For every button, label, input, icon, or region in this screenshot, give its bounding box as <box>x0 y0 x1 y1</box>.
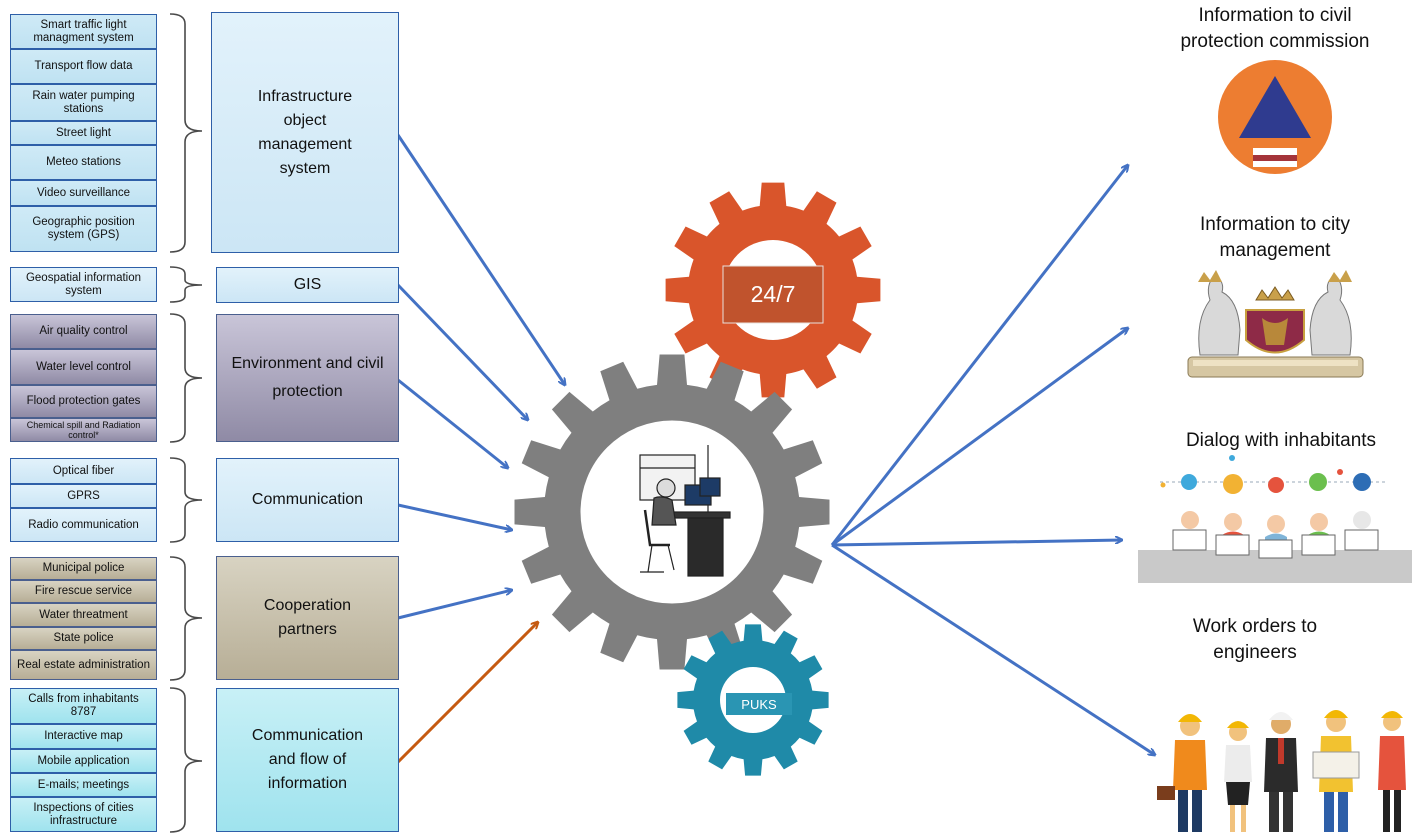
category-environment: Environment and civil protection <box>216 314 399 442</box>
operator-at-desk-icon <box>639 445 731 577</box>
brace-gis <box>169 266 203 303</box>
arrow-to-engineers <box>831 543 1155 755</box>
item-rain-water-pumping: Rain water pumping stations <box>10 84 157 121</box>
grouping-braces <box>169 13 203 833</box>
arrow-environment <box>397 378 508 468</box>
item-water-threatment: Water threatment <box>10 603 157 627</box>
item-smart-traffic-light: Smart traffic light managment system <box>10 14 157 49</box>
item-interactive-map: Interactive map <box>10 724 157 749</box>
civil-protection-emblem-icon <box>1218 60 1332 174</box>
item-street-light: Street light <box>10 121 157 145</box>
item-water-level-control: Water level control <box>10 349 157 385</box>
inhabitants-dialog-icon <box>1138 455 1412 583</box>
output-city-management-label: Information to city management <box>1200 214 1350 261</box>
item-geospatial-information-system: Geospatial information system <box>10 267 157 302</box>
item-emails-meetings: E-mails; meetings <box>10 773 157 797</box>
brace-environment <box>169 313 203 443</box>
arrow-infrastructure <box>396 134 565 385</box>
item-meteo-stations: Meteo stations <box>10 145 157 180</box>
item-fire-rescue-service: Fire rescue service <box>10 580 157 603</box>
arrow-communication-flow <box>396 622 538 764</box>
item-real-estate-administration: Real estate administration <box>10 650 157 680</box>
item-video-surveillance: Video surveillance <box>10 180 157 206</box>
output-inhabitants-label: Dialog with inhabitants <box>1185 430 1377 451</box>
brace-communication <box>169 457 203 543</box>
engineers-group-icon <box>1157 710 1406 832</box>
item-transport-flow-data: Transport flow data <box>10 49 157 84</box>
item-calls-from-inhabitants: Calls from inhabitants 8787 <box>10 688 157 724</box>
arrow-to-inhabitants <box>831 540 1122 547</box>
arrow-to-civil-protection <box>830 165 1128 546</box>
output-civil-protection-label: Information to civil protection commissi… <box>1180 5 1370 52</box>
output-engineers-label: Work orders to engineers <box>1192 616 1318 663</box>
item-state-police: State police <box>10 627 157 650</box>
item-optical-fiber: Optical fiber <box>10 458 157 484</box>
item-inspections-infrastructure: Inspections of cities infrastructure <box>10 797 157 832</box>
brace-communication-flow <box>169 687 203 833</box>
label-puks-box <box>726 693 792 715</box>
arrow-to-city-management <box>831 328 1128 547</box>
item-air-quality-control: Air quality control <box>10 314 157 349</box>
category-communication: Communication <box>216 458 399 542</box>
item-flood-protection-gates: Flood protection gates <box>10 385 157 418</box>
category-cooperation: Cooperation partners <box>216 556 399 680</box>
label-24-7-box <box>722 265 824 324</box>
item-gps: Geographic position system (GPS) <box>10 206 157 252</box>
item-chemical-spill-radiation: Chemical spill and Radiation control* <box>10 418 157 442</box>
category-communication-flow: Communication and flow of information <box>216 688 399 832</box>
arrow-cooperation <box>397 590 512 620</box>
brace-cooperation <box>169 556 203 681</box>
arrow-communication <box>397 503 512 530</box>
item-mobile-application: Mobile application <box>10 749 157 773</box>
item-radio-communication: Radio communication <box>10 508 157 542</box>
label-puks: PUKS <box>741 696 777 712</box>
brace-infrastructure <box>169 13 203 253</box>
city-coat-of-arms-icon <box>1187 270 1364 378</box>
label-24-7: 24/7 <box>750 281 796 307</box>
flow-arrows <box>396 134 1155 764</box>
arrow-gis <box>396 283 528 420</box>
item-municipal-police: Municipal police <box>10 557 157 580</box>
category-gis: GIS <box>216 267 399 303</box>
item-gprs: GPRS <box>10 484 157 508</box>
category-infrastructure: Infrastructure object management system <box>211 12 399 253</box>
